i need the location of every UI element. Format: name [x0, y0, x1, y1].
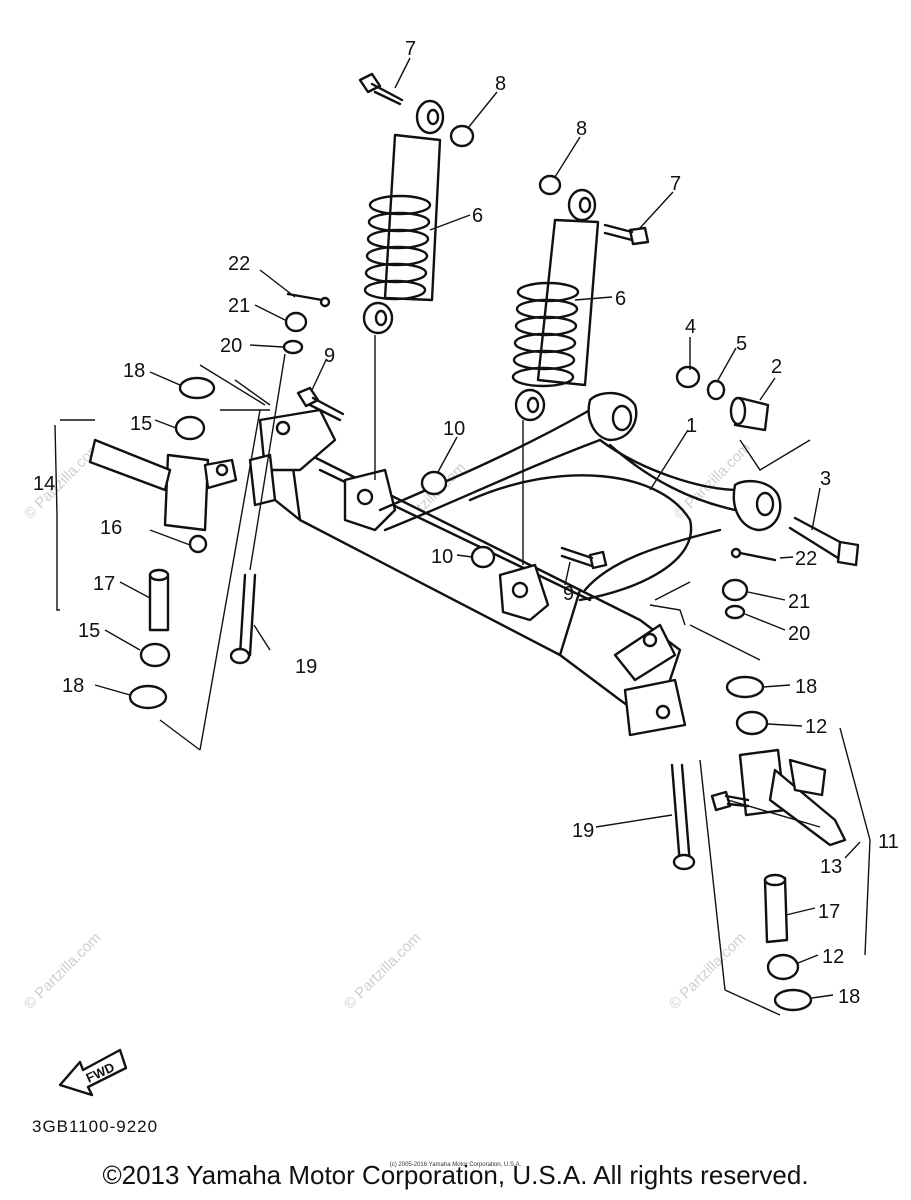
- callout: 12: [822, 946, 844, 968]
- bushing-12-upper: [735, 710, 769, 736]
- callout: 1: [686, 415, 697, 437]
- washer-20-left: [282, 339, 304, 355]
- callout: 10: [431, 546, 453, 568]
- bushing-12-lower: [766, 953, 800, 981]
- shock-absorber-right: [511, 188, 600, 422]
- callout: 19: [572, 820, 594, 842]
- kingpin-19-right: [670, 763, 696, 871]
- callout: 8: [495, 73, 506, 95]
- leader-lines: [54, 57, 871, 1016]
- callout: 9: [324, 345, 335, 367]
- small-copyright: (c) 2005-2016 Yamaha Motor Corporation, …: [389, 1162, 522, 1168]
- watermark: © Partzilla.com: [666, 929, 749, 1012]
- bushing-15-lower: [139, 642, 171, 668]
- washer-18-right-upper: [725, 675, 765, 699]
- washer-5: [706, 379, 726, 401]
- fwd-arrow: FWD: [58, 1048, 128, 1097]
- callout: 20: [788, 623, 810, 645]
- washer-20-right: [724, 604, 746, 620]
- callout: 18: [62, 675, 84, 697]
- callout: 17: [93, 573, 115, 595]
- callout: 15: [130, 413, 152, 435]
- nut-8-right: [538, 174, 562, 196]
- callout: 7: [405, 38, 416, 60]
- callout: 11: [878, 831, 899, 853]
- shock-absorber-left: [362, 99, 445, 335]
- bolt-13: [710, 790, 750, 812]
- watermark: © Partzilla.com: [341, 929, 424, 1012]
- callout-labels: 7 8 8 7 6 6 22 21 20 9 18 15 14 16 4 5 2…: [33, 38, 899, 1008]
- callout: 8: [576, 118, 587, 140]
- callout: 21: [788, 591, 810, 613]
- steering-knuckle-14: [88, 438, 238, 532]
- callout: 9: [563, 583, 574, 605]
- washer-18-left-lower: [128, 684, 168, 710]
- callout: 18: [838, 986, 860, 1008]
- callout: 6: [615, 288, 626, 310]
- callout: 7: [670, 173, 681, 195]
- part-code: 3GB1100-9220: [32, 1117, 159, 1136]
- nut-8-left: [449, 124, 475, 148]
- washer-18-right-lower: [773, 988, 813, 1012]
- bolt-7-right: [603, 223, 650, 246]
- cotter-pin-22-right: [738, 551, 777, 562]
- callout: 4: [685, 316, 696, 338]
- callout: 6: [472, 205, 483, 227]
- callout: 5: [736, 333, 747, 355]
- nut-10-upper: [420, 470, 448, 496]
- callout: 20: [220, 335, 242, 357]
- callout: 10: [443, 418, 465, 440]
- nut-4: [675, 365, 701, 389]
- callout: 15: [78, 620, 100, 642]
- bolt-3: [788, 516, 860, 567]
- bushing-15-upper: [174, 415, 206, 441]
- nut-21-right: [721, 578, 749, 602]
- bolt-9-left: [296, 386, 345, 422]
- callout: 21: [228, 295, 250, 317]
- washer-18-left-upper: [178, 376, 216, 400]
- callout: 16: [100, 517, 122, 539]
- nut-10-lower: [470, 545, 496, 569]
- a-arm: [378, 391, 782, 602]
- callout: 18: [795, 676, 817, 698]
- callout: 3: [820, 468, 831, 490]
- callout: 17: [818, 901, 840, 923]
- collar-17-left: [148, 573, 170, 632]
- callout: 12: [805, 716, 827, 738]
- callout: 19: [295, 656, 317, 678]
- bolt-9-lower: [560, 546, 608, 570]
- callout: 22: [795, 548, 817, 570]
- nut-16: [188, 534, 208, 554]
- callout: 13: [820, 856, 842, 878]
- callout: 14: [33, 473, 55, 495]
- bolt-7-left: [358, 72, 404, 106]
- cotter-pin-22-left: [286, 292, 324, 302]
- copyright-notice: ©2013 Yamaha Motor Corporation, U.S.A. A…: [102, 1160, 809, 1190]
- watermark: © Partzilla.com: [21, 929, 104, 1012]
- callout: 18: [123, 360, 145, 382]
- front-axle-frame: [248, 408, 687, 737]
- steering-knuckle-11: [738, 748, 847, 847]
- callout: 22: [228, 253, 250, 275]
- collar-17-right: [763, 876, 789, 944]
- kingpin-19-left: [229, 573, 257, 665]
- callout: 2: [771, 356, 782, 378]
- nut-21-left: [284, 311, 308, 333]
